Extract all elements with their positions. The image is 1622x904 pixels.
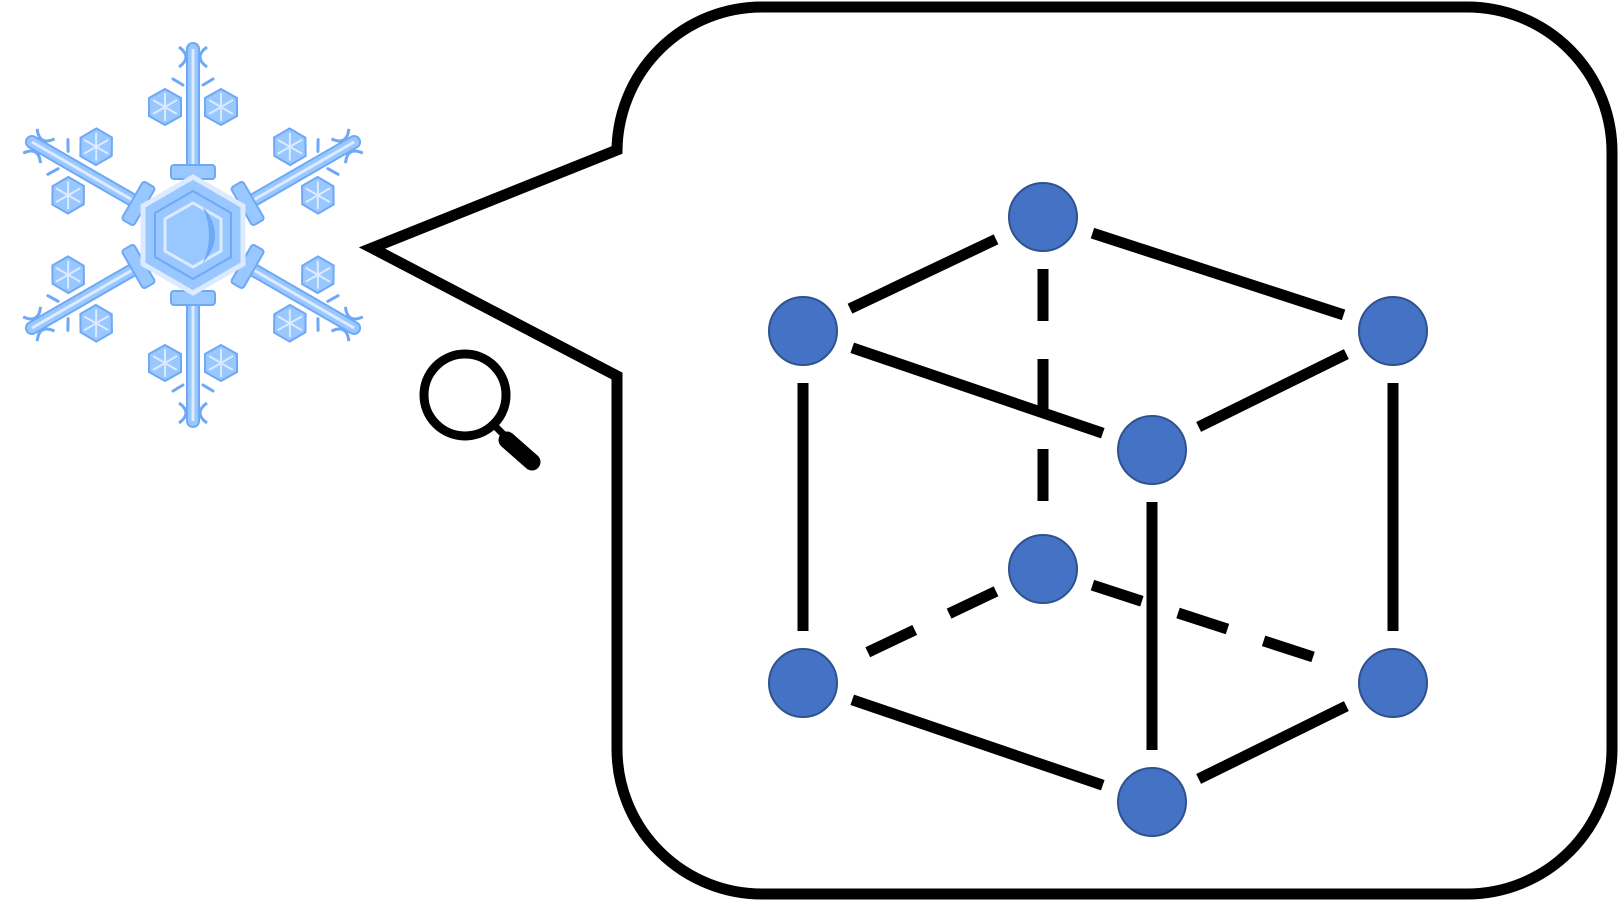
bond-bottom-back-bottom-left — [847, 586, 999, 666]
bond-top-left-top-front — [850, 342, 1105, 439]
bond-bottom-left-bottom-front — [850, 694, 1105, 791]
atom-top-back — [1008, 182, 1078, 252]
bond-top-right-top-front — [1196, 349, 1349, 432]
zoom-callout-bubble — [358, 1, 1618, 900]
atom-top-left — [768, 296, 838, 366]
atom-bottom-left — [768, 648, 838, 718]
crystal-lattice-icon — [768, 182, 1428, 837]
atom-bottom-front — [1117, 767, 1187, 837]
atom-top-front — [1117, 415, 1187, 485]
atom-bottom-right — [1358, 648, 1428, 718]
atom-bottom-back — [1008, 534, 1078, 604]
snowflake-icon — [3, 41, 383, 429]
bond-bottom-right-bottom-front — [1196, 701, 1349, 784]
magnifier-icon — [419, 349, 541, 471]
bond-bottom-back-bottom-right — [1090, 579, 1346, 673]
bond-top-back-top-right — [1090, 227, 1346, 321]
bond-top-back-top-left — [847, 234, 999, 314]
atom-top-right — [1358, 296, 1428, 366]
